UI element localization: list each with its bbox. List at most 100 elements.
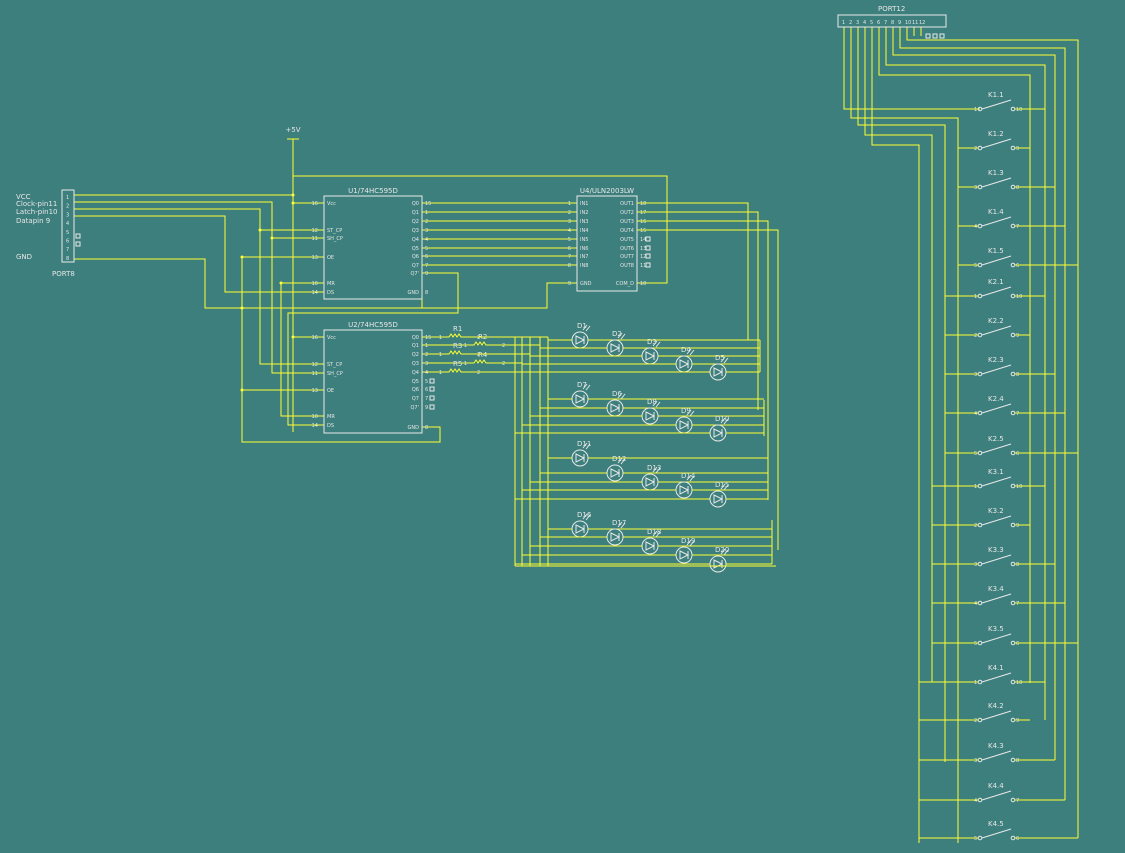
led-emission-arrows <box>652 400 661 408</box>
switch-contact <box>977 600 983 606</box>
port8-pin-number: 5 <box>66 230 69 236</box>
u2-right-pin-number: 3 <box>425 361 428 367</box>
port12-pin-number: 2 <box>849 20 852 26</box>
switch-pin-left: 5 <box>974 451 977 457</box>
u4-right-pin-number: 15 <box>640 228 646 234</box>
u1-left-pin-number: 14 <box>312 290 318 296</box>
u1-left-pin-label: MR <box>327 281 335 287</box>
led-symbol <box>679 420 690 430</box>
u4-right-pin-label: COM_D <box>616 281 634 287</box>
switch-contact <box>1010 145 1016 151</box>
led-label: D1 <box>577 322 587 330</box>
switch-contact <box>977 797 983 803</box>
led-emission-arrows <box>652 466 661 474</box>
switch-label: K2.4 <box>988 395 1004 403</box>
led-label: D7 <box>577 381 587 389</box>
led-label: D19 <box>681 537 695 545</box>
switch-contact <box>1010 410 1016 416</box>
switch-contact <box>1010 262 1016 268</box>
led-label: D12 <box>612 455 626 463</box>
led: D13 <box>530 464 768 491</box>
resistor-body <box>445 333 475 338</box>
led-label: D16 <box>577 511 592 519</box>
switch-pin-left: 4 <box>974 798 977 804</box>
resistor-body <box>470 341 500 346</box>
wire <box>637 202 749 340</box>
u1-right-pin-number: 7 <box>425 263 428 269</box>
u4-right-pin-number: 14 <box>640 237 646 243</box>
resistor-pin: 1 <box>439 352 442 358</box>
led-label: D20 <box>715 546 729 554</box>
port12-pin-number: 9 <box>898 20 901 26</box>
led-body <box>709 424 727 442</box>
port12-pin-number: 6 <box>877 20 880 26</box>
led-emission-arrows <box>686 539 695 547</box>
switch-contact <box>1010 522 1016 528</box>
u4-left-pin-label: IN1 <box>580 201 588 207</box>
wire <box>637 229 779 550</box>
led: D18 <box>530 528 772 555</box>
u2-left-pin-label: OE <box>327 388 334 394</box>
switch-pin-right: 6 <box>1016 641 1019 647</box>
switch-contact <box>977 332 983 338</box>
u4-right-pin-number: 13 <box>640 246 646 252</box>
led: D17 <box>540 519 772 546</box>
u4-right-pin-label: OUT8 <box>620 263 634 269</box>
port12-pin-number: 4 <box>863 20 866 26</box>
resistor-label: R1 <box>453 325 462 333</box>
u4-right-pin-label: OUT7 <box>620 254 634 260</box>
u4-right-pin-label: OUT4 <box>620 228 634 234</box>
switch-pin-left: 4 <box>974 411 977 417</box>
port12-pin-number: 3 <box>856 20 859 26</box>
led-emission-arrows <box>720 417 729 425</box>
led-label: D13 <box>647 464 661 472</box>
switch-contact <box>1010 184 1016 190</box>
u2-right-pin-number: 1 <box>425 343 428 349</box>
static-wires <box>74 27 1079 843</box>
u4-left-pin-number: 4 <box>568 228 571 234</box>
u4-right-pin-label: OUT5 <box>620 237 634 243</box>
led-symbol <box>713 428 724 438</box>
switch-contact <box>1010 600 1016 606</box>
switch-pin-left: 2 <box>974 333 977 339</box>
switch-contact <box>977 450 983 456</box>
led: D10 <box>515 415 764 442</box>
led-label: D10 <box>715 415 729 423</box>
switch-lever <box>981 593 1012 604</box>
switch-contact <box>1010 332 1016 338</box>
u2-right-pin-number: 2 <box>425 352 428 358</box>
u2-right-pin-number: 7 <box>425 396 428 402</box>
switch-contact <box>1010 450 1016 456</box>
resistor-pin: 1 <box>464 361 467 367</box>
switch-pin-right: 7 <box>1016 798 1019 804</box>
u1-right-pin-label: GND <box>408 290 420 296</box>
u1-left-pin-number: 13 <box>312 255 318 261</box>
switch-lever <box>981 750 1012 761</box>
u2-name: U2/74HC595D <box>348 321 398 329</box>
switch-contact <box>1010 483 1016 489</box>
resistor-pin: 2 <box>502 343 505 349</box>
no-connect-marker <box>645 236 651 242</box>
led-body <box>606 528 624 546</box>
u2-right-pin-label: Q6 <box>412 387 419 393</box>
switch-pin-left: 5 <box>974 263 977 269</box>
u2-chip: U2/74HC595DVcc16ST_CP12SH_CP11OE13MR10DS… <box>312 321 431 434</box>
switch-contact <box>977 223 983 229</box>
led-body <box>709 363 727 381</box>
u2-right-pin-label: GND <box>408 425 420 431</box>
switch-lever <box>981 177 1012 188</box>
switch-contact <box>977 522 983 528</box>
port12-pin-number: 12 <box>919 20 925 26</box>
u2-right-pin-number: 8 <box>425 425 428 431</box>
led-label: D5 <box>715 354 725 362</box>
switch-pin-right: 8 <box>1016 562 1019 568</box>
u1-right-pin-label: Q4 <box>412 237 419 243</box>
